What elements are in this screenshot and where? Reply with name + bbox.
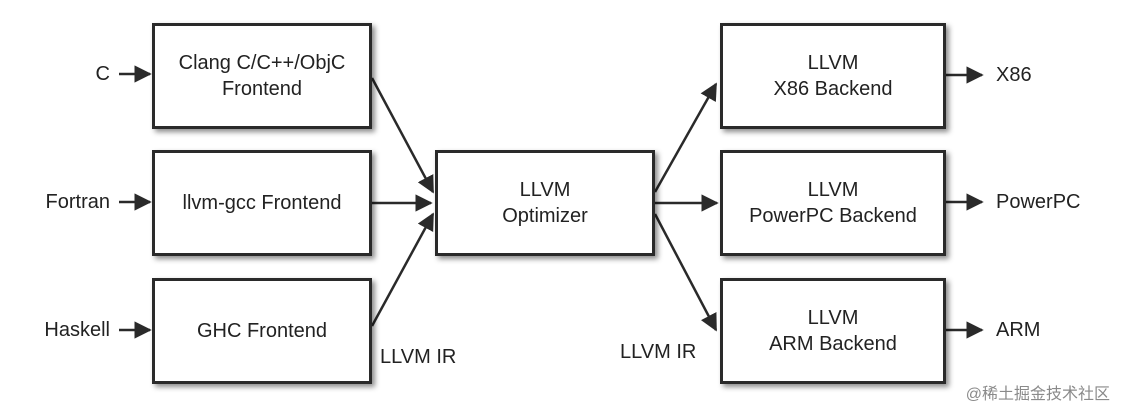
- arm-backend-line1: LLVM: [807, 307, 859, 329]
- output-label-arm: ARM: [996, 319, 1041, 341]
- input-label-c: C: [95, 63, 110, 85]
- powerpc-backend-box: LLVM PowerPC Backend: [720, 150, 946, 256]
- arrow-optimizer-to-x86-backend: [653, 82, 718, 193]
- clang-frontend-line1: Clang C/C++/ObjC: [178, 52, 346, 74]
- arrow-clang-to-optimizer: [370, 77, 435, 194]
- input-label-haskell: Haskell: [44, 319, 110, 341]
- output-label-powerpc: PowerPC: [996, 191, 1081, 213]
- llvm-optimizer-box: LLVM Optimizer: [435, 150, 655, 256]
- clang-frontend-line2: Frontend: [221, 78, 303, 100]
- optimizer-line2: Optimizer: [502, 205, 588, 227]
- output-label-x86: X86: [996, 64, 1032, 86]
- x86-backend-line2: X86 Backend: [773, 78, 893, 100]
- arm-backend-line2: ARM Backend: [769, 333, 897, 355]
- watermark: @稀土掘金技术社区: [965, 386, 1110, 403]
- ghc-frontend-box: GHC Frontend: [152, 278, 372, 384]
- powerpc-backend-line1: LLVM: [807, 179, 859, 201]
- arrow-optimizer-to-arm-backend: [653, 213, 718, 332]
- optimizer-line1: LLVM: [519, 179, 571, 201]
- clang-frontend-box: Clang C/C++/ObjC Frontend: [152, 23, 372, 129]
- x86-backend-box: LLVM X86 Backend: [720, 23, 946, 129]
- arrow-ghc-to-optimizer: [370, 212, 435, 327]
- x86-backend-line1: LLVM: [807, 52, 859, 74]
- ghc-frontend-line1: GHC Frontend: [196, 320, 328, 342]
- input-label-fortran: Fortran: [45, 191, 110, 213]
- llvm-ir-label-right: LLVM IR: [620, 341, 697, 363]
- llvm-gcc-frontend-box: llvm-gcc Frontend: [152, 150, 372, 256]
- llvm-ir-label-left: LLVM IR: [380, 346, 457, 368]
- llvm-gcc-frontend-line1: llvm-gcc Frontend: [182, 192, 342, 214]
- arm-backend-box: LLVM ARM Backend: [720, 278, 946, 384]
- powerpc-backend-line2: PowerPC Backend: [749, 205, 917, 227]
